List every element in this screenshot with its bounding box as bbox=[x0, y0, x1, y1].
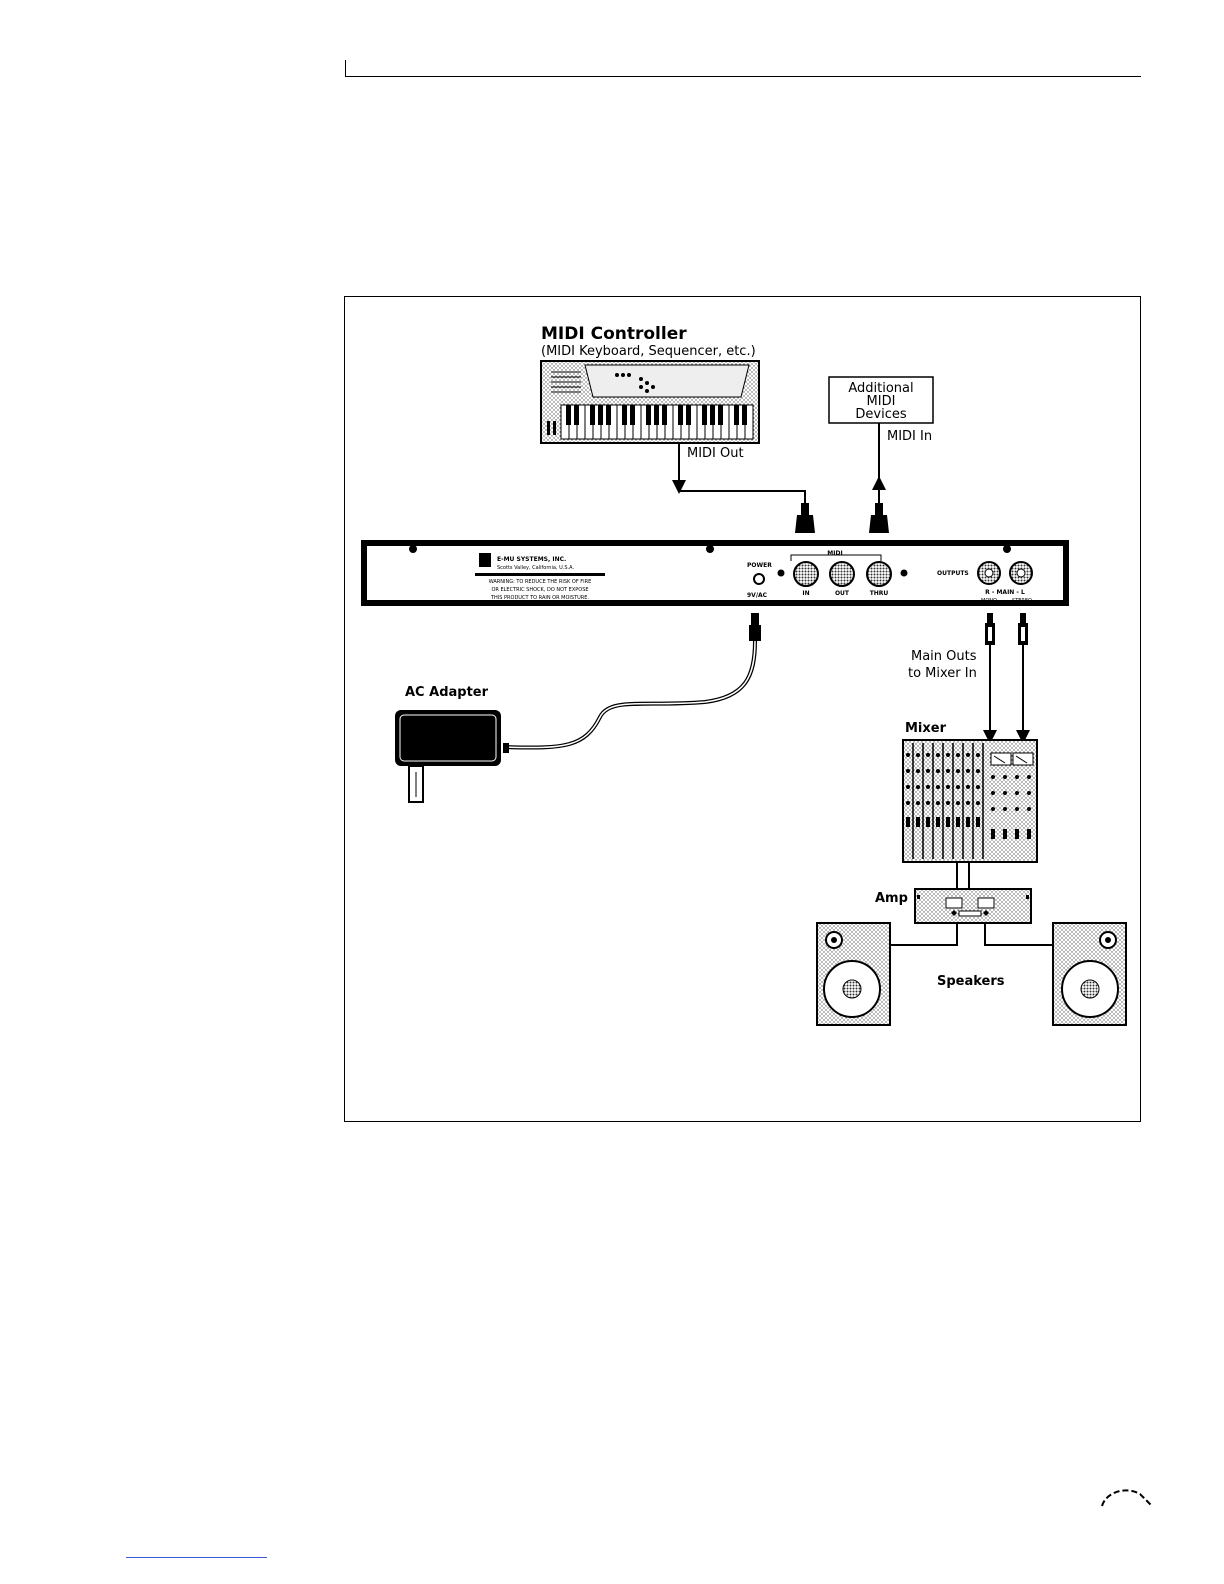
ac-adapter-label: AC Adapter bbox=[405, 685, 489, 700]
main-out-plug-left bbox=[1018, 613, 1028, 645]
midi-plug-in bbox=[795, 503, 815, 533]
additional-devices-line3: Devices bbox=[855, 407, 906, 422]
midi-in-port-icon bbox=[793, 561, 819, 587]
additional-devices-line1: Additional bbox=[848, 381, 913, 396]
midi-plug-thru bbox=[869, 503, 889, 533]
page-corner-mark-icon bbox=[1101, 1489, 1153, 1507]
stereo-label: STEREO bbox=[1012, 598, 1032, 604]
keyboard-icon bbox=[540, 360, 760, 444]
midi-controller: MIDI Controller (MIDI Keyboard, Sequence… bbox=[540, 324, 760, 444]
speaker-right-icon bbox=[1052, 922, 1127, 1026]
brand-label: E-MU SYSTEMS, INC. bbox=[497, 556, 566, 563]
midi-out-port-icon bbox=[829, 561, 855, 587]
output-right-jack-icon bbox=[977, 561, 1001, 585]
mixer-amp-cables bbox=[956, 862, 970, 889]
midi-in-label: MIDI In bbox=[887, 429, 932, 444]
additional-devices-line2: MIDI bbox=[867, 394, 896, 409]
amp-speaker-cables bbox=[890, 923, 1053, 946]
midi-thru-port-icon bbox=[866, 561, 892, 587]
amp-icon bbox=[914, 888, 1032, 924]
output-main-label: R - MAIN - L bbox=[985, 589, 1025, 596]
power-jack-icon bbox=[753, 573, 765, 585]
additional-midi-devices-box: Additional MIDI Devices bbox=[828, 376, 934, 424]
midi-in-port-label: IN bbox=[802, 590, 809, 597]
ac-adapter-icon bbox=[395, 710, 509, 803]
warning-line1: WARNING: TO REDUCE THE RISK OF FIRE bbox=[489, 579, 592, 585]
midi-controller-title: MIDI Controller bbox=[541, 324, 687, 344]
rear-panel: E-MU SYSTEMS, INC. Scotts Valley, Califo… bbox=[361, 540, 1069, 606]
midi-controller-subtitle: (MIDI Keyboard, Sequencer, etc.) bbox=[541, 344, 756, 359]
main-out-plug-right bbox=[985, 613, 995, 645]
header-rule bbox=[345, 60, 1141, 77]
speaker-left-icon bbox=[816, 922, 891, 1026]
diagram-canvas: MIDI Controller (MIDI Keyboard, Sequence… bbox=[361, 324, 1127, 1026]
midi-thru-port-label: THRU bbox=[870, 590, 889, 597]
connection-diagram: MIDI Controller (MIDI Keyboard, Sequence… bbox=[344, 296, 1141, 1122]
midi-group-label: MIDI bbox=[827, 550, 842, 557]
midi-out-label: MIDI Out bbox=[687, 446, 744, 461]
emu-logo bbox=[479, 553, 491, 567]
midi-out-port-label: OUT bbox=[835, 590, 850, 597]
address-label: Scotts Valley, California, U.S.A. bbox=[497, 565, 574, 571]
power-cable bbox=[504, 640, 757, 750]
mixer-label: Mixer bbox=[905, 721, 947, 736]
power-spec-label: 9V/AC bbox=[747, 592, 768, 599]
warning-line2: OR ELECTRIC SHOCK, DO NOT EXPOSE bbox=[491, 587, 588, 593]
main-outs-label-line2: to Mixer In bbox=[908, 666, 977, 681]
outputs-label: OUTPUTS bbox=[937, 570, 969, 577]
power-label: POWER bbox=[747, 562, 772, 569]
mono-label: MONO bbox=[981, 598, 997, 604]
amp-label: Amp bbox=[875, 891, 908, 906]
output-left-jack-icon bbox=[1009, 561, 1033, 585]
warning-line3: THIS PRODUCT TO RAIN OR MOISTURE. bbox=[490, 595, 589, 601]
main-outs-label-line1: Main Outs bbox=[911, 649, 977, 664]
main-outs-cables bbox=[983, 645, 1030, 744]
power-plug bbox=[749, 613, 761, 641]
speakers-label: Speakers bbox=[937, 974, 1005, 989]
footer-link-rule bbox=[126, 1557, 267, 1558]
mixer-icon bbox=[902, 739, 1038, 863]
